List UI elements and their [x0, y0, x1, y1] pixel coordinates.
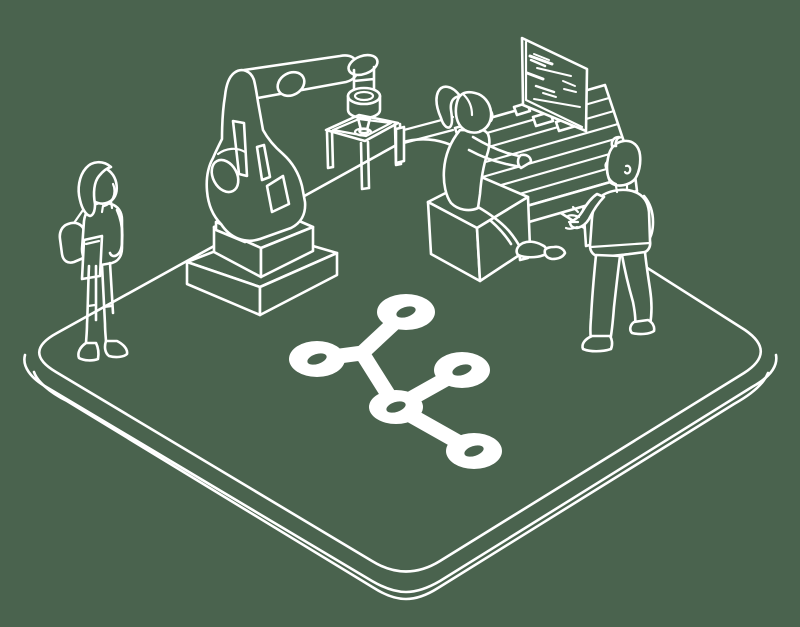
woman-legs	[84, 261, 115, 346]
circuit-node-hole	[452, 364, 472, 376]
robot-elbow-joint	[276, 70, 306, 98]
platform-top-face	[38, 138, 762, 573]
seated-woman-shoe	[515, 240, 548, 259]
code-line	[534, 84, 556, 94]
seated-woman-hairline	[462, 93, 474, 117]
robot-arm	[205, 54, 360, 243]
standing-woman	[58, 160, 129, 362]
man-neck	[614, 182, 629, 194]
seated-woman	[435, 85, 567, 261]
woman-right-arm	[108, 208, 124, 258]
woman-bag-strap	[72, 208, 85, 225]
key-slat	[470, 135, 624, 182]
woman-hair	[77, 160, 113, 218]
wrist-cap	[347, 53, 379, 77]
seated-woman-face	[478, 109, 494, 133]
tool-tip	[358, 127, 370, 135]
platform	[23, 138, 778, 601]
robot-mast-slot-wide	[265, 174, 291, 214]
man-shirt-hem	[589, 241, 652, 249]
code-line	[563, 88, 577, 93]
monitor	[520, 36, 589, 133]
code-line	[562, 80, 576, 87]
woman-shoe-right	[103, 339, 129, 359]
man-hair-tuft	[610, 135, 621, 148]
man-hand-fingers	[564, 205, 581, 230]
robot-mast-seam	[216, 147, 247, 156]
code-line	[536, 67, 572, 77]
code-line	[542, 92, 557, 98]
man-head	[605, 139, 642, 187]
seated-woman-arm-upper	[471, 135, 525, 159]
pedestal-upper-right	[259, 225, 315, 279]
tool-flange-band	[346, 94, 382, 120]
man-ear	[623, 164, 632, 175]
seated-woman-ponytail	[435, 85, 462, 129]
man-shoe-front	[581, 334, 614, 353]
monitor-bezel-inner	[524, 40, 584, 129]
table-top-outer	[324, 113, 400, 143]
seated-woman-shoe-back	[543, 245, 567, 261]
seated-woman-leg	[476, 205, 523, 251]
robot-mast-slot-thin	[255, 143, 272, 182]
code-line	[529, 58, 547, 68]
tool-flange-top	[346, 86, 382, 106]
man-torso	[588, 188, 652, 259]
code-line	[525, 71, 545, 81]
circuit-trace	[289, 294, 502, 469]
man-left-arm	[568, 192, 606, 230]
robot-cell	[185, 53, 403, 317]
circuit-node-hole	[464, 445, 484, 457]
seated-woman-head	[454, 90, 493, 134]
standing-man	[564, 135, 656, 353]
woman-knee-creases	[86, 303, 114, 309]
pedestal-lower-right	[258, 251, 339, 317]
circuit-node-hole	[386, 401, 406, 413]
woman-bag	[58, 221, 88, 264]
tool-flange-inner	[353, 90, 375, 102]
console-rail-endcap	[394, 125, 406, 165]
circuit-trace-nodes	[289, 294, 502, 469]
table-leg-left	[325, 129, 335, 170]
woman-shoe-left	[77, 341, 100, 362]
monitor-code-lines	[525, 53, 581, 108]
woman-face	[102, 182, 116, 208]
robot-mast-gap-slot	[231, 119, 249, 178]
robot-wrist-tool	[346, 53, 382, 135]
circuit-node-hole	[307, 353, 327, 365]
woman-folder-edge	[84, 239, 101, 246]
monitor-screen	[520, 36, 589, 133]
code-line	[528, 54, 554, 66]
platform-bottom-rim	[32, 370, 770, 601]
man-shoe-back	[628, 318, 656, 336]
table-leg-front	[359, 140, 371, 191]
man-face	[604, 160, 618, 186]
robot-mast-oval-cutout	[210, 158, 240, 194]
wrist-cylinder	[352, 65, 376, 94]
seated-woman-hand	[516, 153, 533, 170]
circuit-node-hole	[396, 306, 416, 318]
code-line	[533, 98, 581, 108]
woman-neck	[100, 199, 114, 214]
code-line	[533, 53, 550, 61]
seated-woman-arm-lower	[467, 148, 523, 169]
